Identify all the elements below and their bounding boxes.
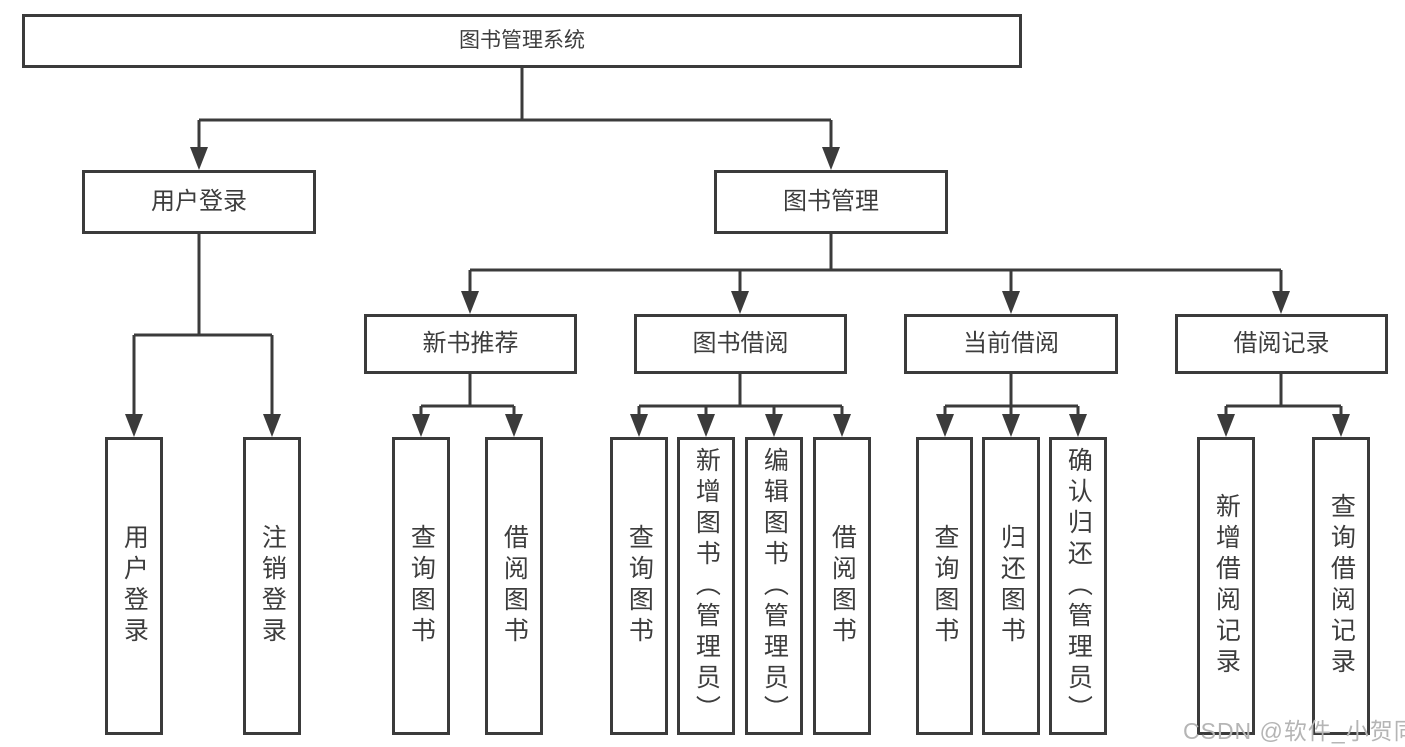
arrowhead-down-icon: [936, 414, 954, 437]
leaf-add-books-admin: 新增图书（管理员）: [677, 437, 735, 735]
leaf-query-books-current: 查询图书: [916, 437, 973, 735]
leaf-return-books: 归还图书: [982, 437, 1040, 735]
arrowhead-down-icon: [1069, 414, 1087, 437]
node-user-login: 用户登录: [82, 170, 316, 234]
leaf-borrow-books-borrowing: 借阅图书: [813, 437, 871, 735]
arrowhead-down-icon: [1002, 291, 1020, 314]
arrowhead-down-icon: [833, 414, 851, 437]
arrowhead-down-icon: [263, 414, 281, 437]
arrowhead-down-icon: [630, 414, 648, 437]
leaf-add-borrow-record: 新增借阅记录: [1197, 437, 1255, 735]
leaf-user-login: 用户登录: [105, 437, 163, 735]
arrowhead-down-icon: [1332, 414, 1350, 437]
arrowhead-down-icon: [1272, 291, 1290, 314]
arrowhead-down-icon: [765, 414, 783, 437]
node-new-book-recommend: 新书推荐: [364, 314, 577, 374]
node-current-borrowing: 当前借阅: [904, 314, 1118, 374]
arrowhead-down-icon: [697, 414, 715, 437]
node-borrowing-records: 借阅记录: [1175, 314, 1388, 374]
arrowhead-down-icon: [125, 414, 143, 437]
leaf-query-books-recommend: 查询图书: [392, 437, 450, 735]
arrowhead-down-icon: [822, 147, 840, 170]
leaf-confirm-return-admin: 确认归还（管理员）: [1049, 437, 1107, 735]
node-library-system: 图书管理系统: [22, 14, 1022, 68]
leaf-logout-login: 注销登录: [243, 437, 301, 735]
node-book-borrowing: 图书借阅: [634, 314, 847, 374]
arrowhead-down-icon: [505, 414, 523, 437]
leaf-query-books-borrowing: 查询图书: [610, 437, 668, 735]
leaf-borrow-books-recommend: 借阅图书: [485, 437, 543, 735]
arrowhead-down-icon: [461, 291, 479, 314]
node-book-management: 图书管理: [714, 170, 948, 234]
arrowhead-down-icon: [190, 147, 208, 170]
arrowhead-down-icon: [1002, 414, 1020, 437]
csdn-watermark: CSDN @软件_小贺同学: [1183, 718, 1405, 744]
leaf-edit-books-admin: 编辑图书（管理员）: [745, 437, 803, 735]
arrowhead-down-icon: [412, 414, 430, 437]
arrowhead-down-icon: [1217, 414, 1235, 437]
leaf-query-borrow-record: 查询借阅记录: [1312, 437, 1370, 735]
arrowhead-down-icon: [731, 291, 749, 314]
